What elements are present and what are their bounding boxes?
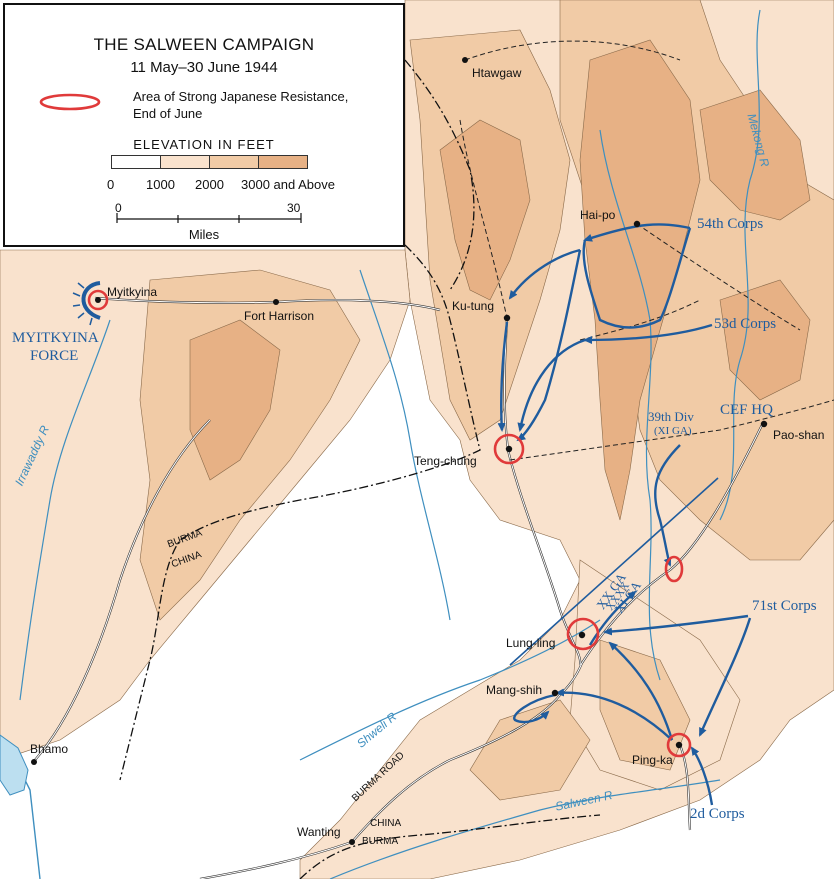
dot-ping-ka (675, 741, 683, 749)
label-ping-ka: Ping-ka (632, 753, 673, 767)
label-ku-tung: Ku-tung (452, 299, 495, 313)
label-cef-hq: CEF HQ (720, 402, 773, 418)
place-dots (31, 57, 768, 845)
elevation-swatch-1000 (160, 155, 210, 169)
label-myitkyina-force-1: MYITKYINA (12, 330, 99, 346)
label-53d-corps: 53d Corps (714, 316, 777, 332)
scale-tick-0: 0 (115, 201, 122, 215)
label-myitkyina: Myitkyina (107, 285, 158, 299)
elevation-swatch-2000 (209, 155, 259, 169)
arrow-kutung-tengchung (497, 321, 509, 432)
dot-myitkyina (95, 297, 101, 303)
arrow-pingka-lungling (608, 641, 674, 741)
arrow-pingka-mangshih (555, 688, 673, 741)
arrow-53-west (583, 323, 713, 344)
label-burma-south: BURMA (362, 836, 399, 847)
dot-wanting (349, 839, 355, 845)
resistance-myitkyina (87, 289, 109, 311)
arrow-trail-tengchung (516, 249, 582, 442)
dot-ku-tung (503, 314, 511, 322)
trails-layer (459, 40, 834, 461)
arrow-53-tengchung (517, 338, 586, 432)
label-china-south: CHINA (370, 818, 402, 829)
label-39th-div-sub: (XI GA) (654, 425, 692, 437)
map-dates: 11 May–30 June 1944 (130, 59, 278, 76)
resistance-ping-ka (666, 732, 692, 758)
arrow-71-lungling (603, 614, 749, 636)
legend-resistance-line2: End of June (133, 106, 203, 121)
dot-fort-harrison (273, 299, 279, 305)
dot-htawgaw (462, 57, 468, 63)
label-myitkyina-force-2: FORCE (30, 348, 79, 364)
elevation-tick-0: 0 (107, 177, 115, 192)
map-title: THE SALWEEN CAMPAIGN (93, 35, 315, 54)
arrow-lungling-north (588, 590, 637, 646)
scale-bar (116, 213, 302, 223)
elevation-swatch-3000 (258, 155, 308, 169)
elevation-tick-1000: 1000 (146, 177, 175, 192)
irrawaddy-water (0, 734, 29, 796)
label-39th-div: 39th Div (648, 409, 694, 424)
resistance-areas (87, 289, 692, 758)
label-teng-chung: Teng-chung (414, 454, 477, 468)
label-lung-ling: Lung-ling (506, 636, 556, 650)
dot-bhamo (31, 759, 37, 765)
elevation-swatch-0 (111, 155, 161, 169)
arrow-39div (653, 444, 681, 567)
dot-lung-ling (578, 631, 586, 639)
label-2d-corps: 2d Corps (690, 806, 745, 822)
elevation-3000-layer (189, 39, 811, 521)
dot-hai-po (633, 220, 641, 228)
elevation-tick-3000: 3000 and Above (241, 177, 335, 192)
legend-panel: THE SALWEEN CAMPAIGN 11 May–30 June 1944… (3, 3, 405, 247)
myitkyina-force-symbol (72, 281, 101, 326)
label-htawgaw: Htawgaw (472, 66, 522, 80)
label-bhamo: Bhamo (30, 742, 69, 756)
resistance-hill-pass (664, 555, 684, 583)
dot-pao-shan (760, 420, 768, 428)
label-wanting: Wanting (297, 825, 341, 839)
elevation-tick-2000: 2000 (195, 177, 224, 192)
scale-tick-30: 30 (287, 201, 301, 215)
resistance-legend-icon (39, 93, 101, 111)
label-71st-corps: 71st Corps (752, 598, 817, 614)
dot-mang-shih (551, 689, 559, 697)
scale-unit: Miles (188, 227, 220, 242)
arrow-2d-corps (690, 746, 714, 806)
label-fort-harrison: Fort Harrison (244, 309, 315, 323)
label-mang-shih: Mang-shih (486, 683, 543, 697)
resistance-lung-ling (566, 617, 600, 651)
label-54th-corps: 54th Corps (697, 216, 764, 232)
arrow-54-to-haipo (583, 223, 691, 242)
arrow-71-pingka (698, 617, 752, 737)
resistance-teng-chung (493, 433, 525, 465)
arrow-haipo-kutung (508, 248, 581, 300)
label-pao-shan: Pao-shan (773, 428, 825, 442)
movement-arrows (497, 223, 752, 806)
arrow-mangshih-loop (513, 693, 556, 724)
arrow-54-loop (582, 227, 692, 329)
label-hai-po: Hai-po (580, 208, 616, 222)
army-boundary (509, 477, 719, 666)
legend-resistance-line1: Area of Strong Japanese Resistance, (133, 89, 349, 104)
border-layer (119, 59, 601, 879)
elevation-title: ELEVATION IN FEET (133, 137, 275, 152)
dot-teng-chung (505, 445, 513, 453)
